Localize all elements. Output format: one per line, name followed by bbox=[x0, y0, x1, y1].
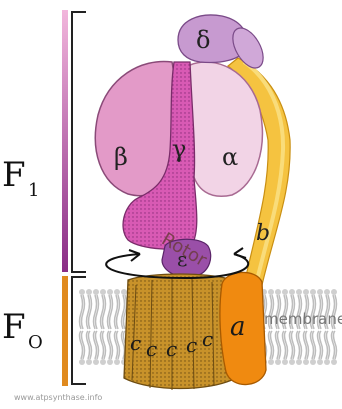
lipid-head bbox=[100, 359, 106, 365]
lipid-head bbox=[324, 289, 330, 295]
c-label-4: c bbox=[186, 333, 197, 357]
lipid-head bbox=[114, 359, 120, 365]
lipid-head bbox=[275, 359, 281, 365]
gamma-label: γ bbox=[172, 135, 186, 163]
lipid-head bbox=[93, 289, 99, 295]
lipid-head bbox=[79, 359, 85, 365]
lipid-head bbox=[86, 359, 92, 365]
c-label-3: c bbox=[166, 337, 177, 361]
lipid-head bbox=[331, 359, 337, 365]
lipid-head bbox=[317, 289, 323, 295]
f1-label: F bbox=[2, 155, 26, 195]
lipid-head bbox=[268, 359, 274, 365]
lipid-head bbox=[303, 289, 309, 295]
lipid-head bbox=[282, 359, 288, 365]
fo-sub-label: O bbox=[28, 332, 43, 353]
lipid-head bbox=[275, 289, 281, 295]
lipid-head bbox=[121, 289, 127, 295]
beta-label: β bbox=[114, 143, 128, 171]
fo-label: F bbox=[2, 307, 26, 347]
delta-label: δ bbox=[196, 26, 210, 54]
c-label-2: c bbox=[146, 337, 157, 361]
lipid-head bbox=[303, 359, 309, 365]
lipid-head bbox=[310, 289, 316, 295]
source-watermark: www.atpsynthase.info bbox=[14, 393, 102, 402]
f1-bar bbox=[62, 10, 68, 272]
lipid-head bbox=[324, 359, 330, 365]
lipid-head bbox=[107, 359, 113, 365]
membrane-label: membrane bbox=[264, 310, 342, 328]
c-label-1: c bbox=[130, 331, 141, 355]
lipid-head bbox=[310, 359, 316, 365]
lipid-head bbox=[114, 289, 120, 295]
lipid-head bbox=[296, 289, 302, 295]
c-label-5: c bbox=[202, 327, 213, 351]
lipid-head bbox=[289, 289, 295, 295]
f1-sub-label: 1 bbox=[28, 180, 39, 201]
f1-bracket bbox=[72, 12, 86, 272]
lipid-head bbox=[289, 359, 295, 365]
lipid-head bbox=[268, 289, 274, 295]
alpha-label: α bbox=[222, 143, 238, 171]
fo-bar bbox=[62, 276, 68, 386]
lipid-head bbox=[331, 289, 337, 295]
lipid-head bbox=[86, 289, 92, 295]
lipid-head bbox=[317, 359, 323, 365]
lipid-head bbox=[100, 289, 106, 295]
lipid-head bbox=[282, 289, 288, 295]
a-label: a bbox=[230, 312, 246, 342]
lipid-head bbox=[93, 359, 99, 365]
lipid-head bbox=[107, 289, 113, 295]
lipid-head bbox=[296, 359, 302, 365]
lipid-head bbox=[79, 289, 85, 295]
b-label: b bbox=[256, 221, 270, 246]
